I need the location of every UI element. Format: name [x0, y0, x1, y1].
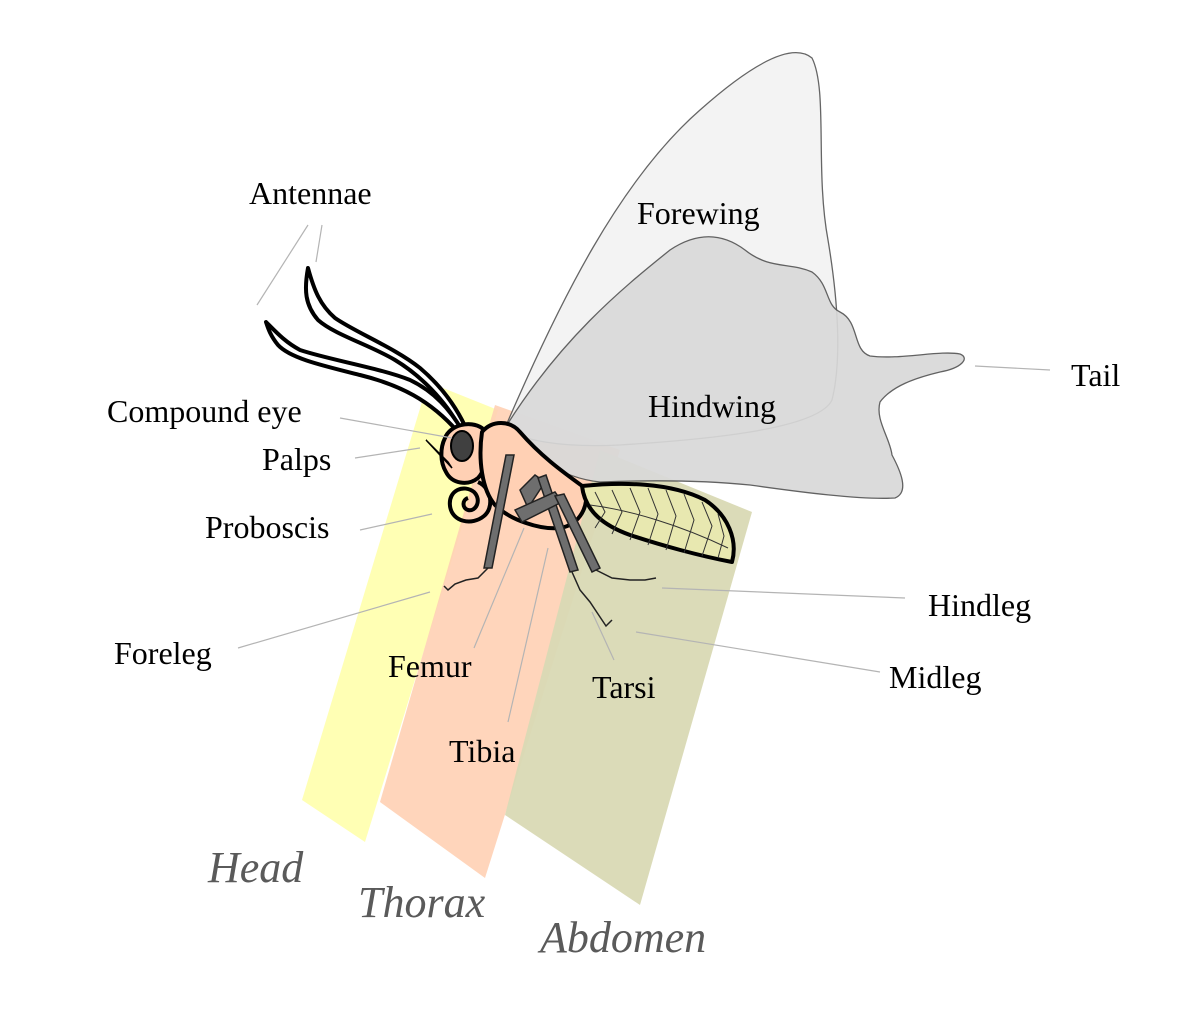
region-label-head: Head: [207, 843, 304, 892]
label-foreleg: Foreleg: [114, 635, 212, 671]
leader-tibia: [507, 547, 549, 723]
hindwing-shape: [504, 236, 965, 499]
leader-hindleg: [661, 587, 906, 599]
label-hindwing: Hindwing: [648, 388, 776, 424]
abdomen-shape: [580, 481, 736, 564]
leader-foreleg: [237, 591, 431, 649]
leader-palps: [354, 447, 421, 459]
label-tail: Tail: [1071, 357, 1120, 393]
label-compound-eye: Compound eye: [107, 393, 302, 429]
leader-tail: [974, 365, 1051, 371]
label-tibia: Tibia: [449, 733, 515, 769]
abdomen-segments: [589, 487, 729, 559]
palps-shape: [425, 439, 453, 469]
proboscis-shape: [447, 480, 493, 524]
leader-antennae-1: [256, 224, 309, 306]
label-tarsi: Tarsi: [592, 669, 656, 705]
leader-compound-eye: [339, 417, 453, 439]
abdomen-region-band: [505, 450, 752, 905]
compound-eye-shape: [450, 430, 474, 462]
antenna-back: [264, 320, 464, 434]
label-forewing: Forewing: [637, 195, 760, 231]
region-label-abdomen: Abdomen: [537, 913, 706, 962]
label-hindleg: Hindleg: [928, 587, 1031, 623]
hindleg-shape: [513, 491, 657, 581]
label-femur: Femur: [388, 648, 472, 684]
foreleg-shape: [443, 454, 515, 592]
label-antennae: Antennae: [249, 175, 372, 211]
antenna-front: [303, 266, 467, 430]
label-midleg: Midleg: [889, 659, 981, 695]
leader-femur: [473, 527, 525, 649]
leader-tarsi: [591, 611, 615, 661]
leader-proboscis: [359, 513, 433, 531]
leader-antennae-2: [315, 224, 323, 263]
label-palps: Palps: [262, 441, 331, 477]
label-proboscis: Proboscis: [205, 509, 329, 545]
leader-midleg: [635, 631, 881, 673]
region-label-thorax: Thorax: [358, 878, 486, 927]
